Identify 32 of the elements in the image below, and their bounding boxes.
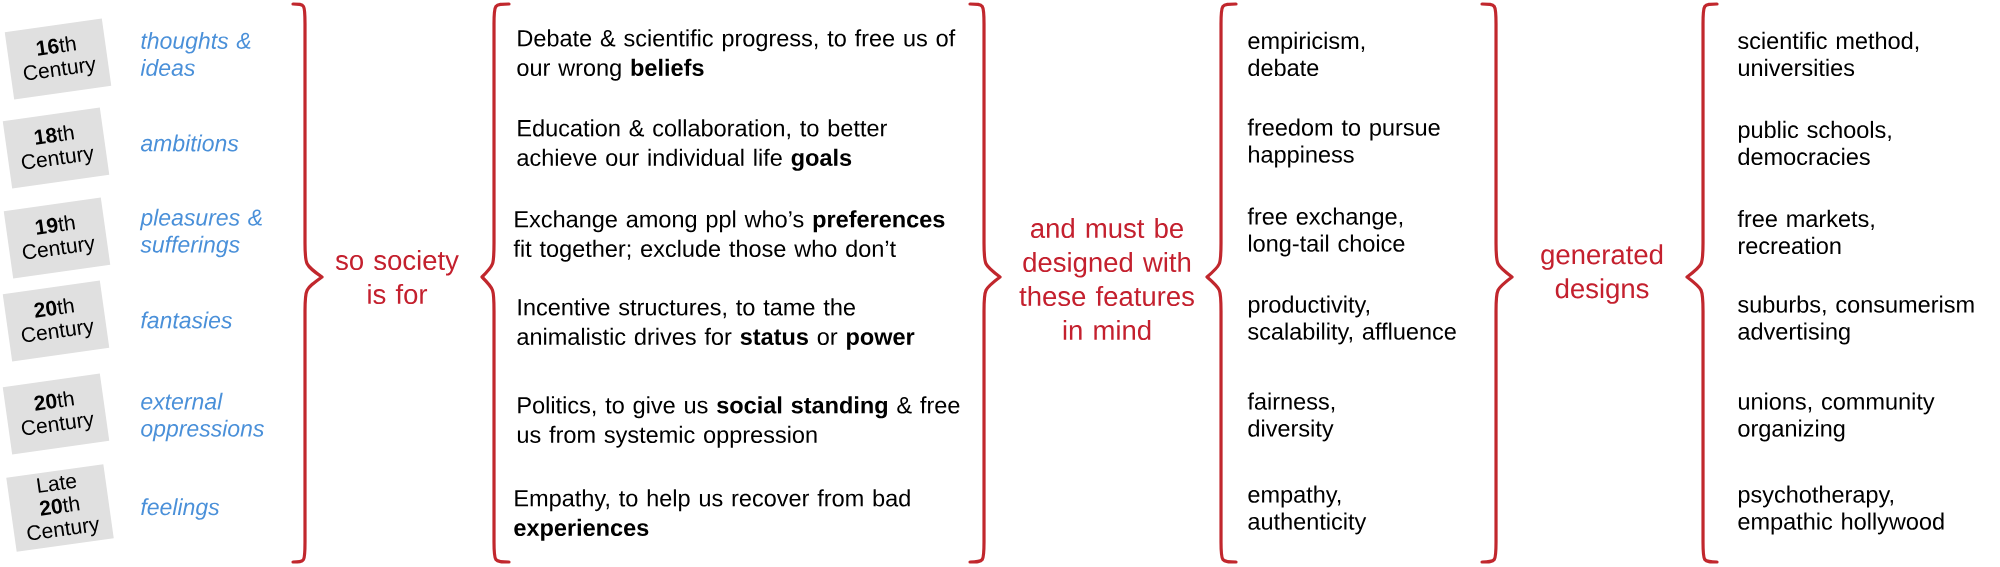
brace-label: so society is for	[335, 249, 459, 305]
list-item: fairness, diversity	[1247, 392, 1335, 442]
sticker-label: Late 20th Century	[6, 464, 114, 552]
node-label: ambitions	[140, 134, 239, 152]
list-item: public schools, democracies	[1738, 120, 1891, 166]
description-text: Education & collaboration, to better achieve our individual life goals	[517, 119, 887, 171]
sticker-label: 19th Century	[3, 197, 111, 279]
description-text: Politics, to give us social standing & free us from systemic oppression	[517, 396, 960, 448]
list-item: empiricism, debate	[1248, 31, 1365, 77]
description-text: Empathy, to help us recover from bad experiences	[514, 489, 910, 541]
description-text: Exchange among ppl who’s preferences fit together; exclude those who don’t	[513, 210, 945, 262]
list-item: scientific method, universities	[1738, 31, 1919, 77]
list-item: suburbs, consumerism advertising	[1738, 295, 1974, 345]
node-label: pleasures & sufferings	[139, 208, 262, 258]
node-label: thoughts & ideas	[140, 32, 251, 76]
description-text: Debate & scientific progress, to free us of our wrong beliefs	[517, 29, 956, 81]
list-item: psychotherapy, empathic hollywood	[1738, 485, 1944, 535]
list-item: free markets, recreation	[1737, 209, 1874, 255]
sticker-label: 20th Century	[2, 280, 110, 362]
list-item: freedom to pursue happiness	[1247, 118, 1440, 168]
node-label: fantasies	[141, 311, 232, 329]
list-item: free exchange, long-tail choice	[1247, 207, 1405, 257]
brace-label: generated designs	[1541, 244, 1663, 304]
list-item: productivity, scalability, affluence	[1248, 295, 1456, 345]
brace-label: and must be designed with these features in mind	[1019, 217, 1194, 341]
node-label: feelings	[141, 498, 220, 520]
list-item: unions, community organizing	[1738, 392, 1935, 442]
sticker-label: 16th Century	[4, 18, 112, 100]
sticker-label: 20th Century	[2, 373, 110, 455]
list-item: empathy, authenticity	[1248, 485, 1367, 535]
node-label: external oppressions	[141, 392, 264, 442]
description-text: Incentive structures, to tame the animalistic drives for status or power	[517, 298, 915, 350]
